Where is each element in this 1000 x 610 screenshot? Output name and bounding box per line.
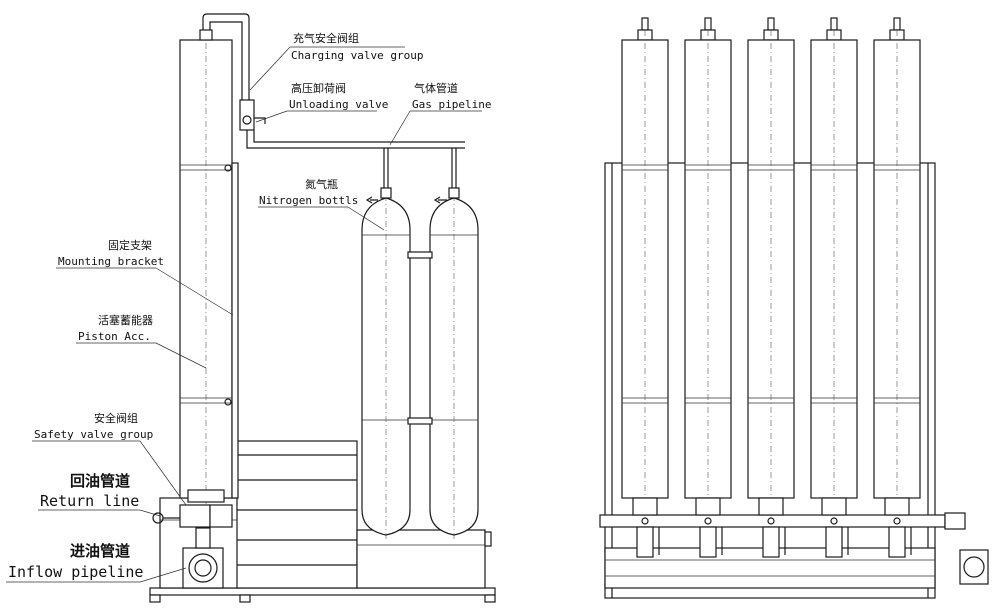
label-unloading-valve-cn: 高压卸荷阀 [291,81,346,95]
piston-accumulator-left [179,29,233,510]
label-nitrogen-cn: 氮气瓶 [305,177,338,191]
gas-pipeline-drops [365,148,457,204]
label-gas-pipeline-cn: 气体管道 [414,81,458,95]
label-return-cn: 回油管道 [70,472,130,490]
inflow-flange [182,527,224,589]
label-safety-cn: 安全阀组 [94,411,138,425]
inflow-flange-front [959,549,989,585]
label-inflow-en: Inflow pipeline [8,563,143,581]
label-mounting-en: Mounting bracket [58,255,164,268]
nitrogen-bottle-2 [429,187,479,540]
charging-pipe [202,13,465,149]
label-charging-valve-en: Charging valve group [291,49,423,62]
acc-top-valve-2 [704,17,712,31]
label-inflow-cn: 进油管道 [70,542,130,560]
manifold-bar [599,514,946,528]
label-piston-cn: 活塞蓄能器 [98,313,153,327]
bottle-clamp-bar [407,251,433,425]
accumulator-array [621,17,921,558]
label-mounting-cn: 固定支架 [108,238,152,252]
acc-top-valve-5 [893,17,901,31]
label-charging-valve-cn: 充气安全阀组 [293,31,359,45]
label-gas-pipeline-en: Gas pipeline [412,98,491,111]
acc-top-valve-4 [830,17,838,31]
label-unloading-valve-en: Unloading valve [289,98,388,111]
label-return-en: Return line [40,492,139,510]
label-piston-en: Piston Acc. [78,330,151,343]
valve-skid [236,440,492,589]
leader-lines-left [6,46,482,583]
label-safety-en: Safety valve group [34,428,153,441]
left-side-view: 充气安全阀组 Charging valve group 高压卸荷阀 Unload… [6,13,496,603]
mounting-bracket-left [224,162,239,499]
acc-top-valve-1 [641,17,649,31]
safety-valve-group [152,504,233,528]
nitrogen-bottle-1 [361,187,411,540]
front-view [599,17,989,599]
acc-top-valve-3 [767,17,775,31]
label-nitrogen-en: Nitrogen bottls [259,194,358,207]
